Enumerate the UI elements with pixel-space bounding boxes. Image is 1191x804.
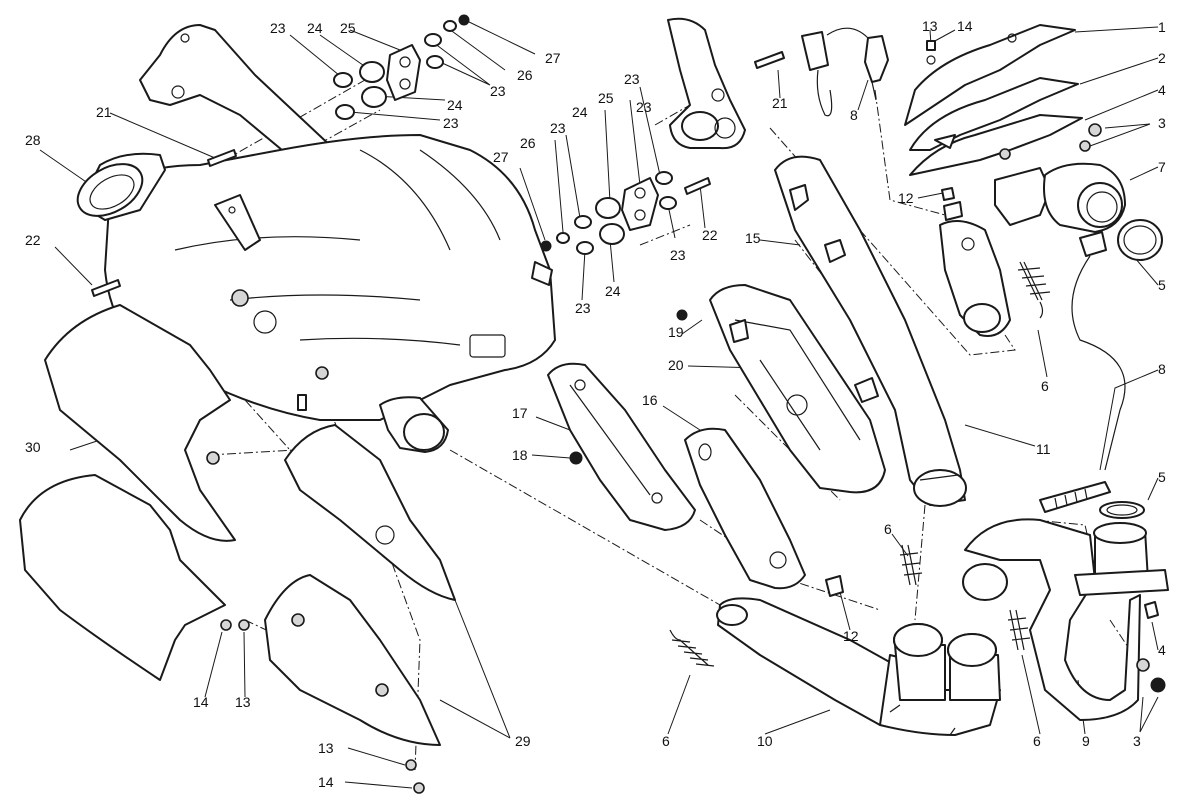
callout-1: 1 [1158, 19, 1166, 35]
exhaust-pipe-11 [774, 155, 967, 507]
callout-23: 23 [490, 83, 506, 99]
callout-24: 24 [307, 20, 323, 36]
callout-26: 26 [520, 135, 536, 151]
heat-guards-left [19, 304, 456, 746]
callout-24: 24 [447, 97, 463, 113]
callout-6: 6 [884, 521, 892, 537]
heat-shields-16-17 [547, 362, 806, 590]
callout-7: 7 [1158, 159, 1166, 175]
callout-13: 13 [318, 740, 334, 756]
callout-25: 25 [598, 90, 614, 106]
callout-22: 22 [25, 232, 41, 248]
callout-23: 23 [270, 20, 286, 36]
callout-15: 15 [745, 230, 761, 246]
callout-23: 23 [443, 115, 459, 131]
callout-6: 6 [1041, 378, 1049, 394]
callout-23: 23 [670, 247, 686, 263]
callout-8: 8 [850, 107, 858, 123]
callout-20: 20 [668, 357, 684, 373]
callout-13: 13 [235, 694, 251, 710]
callout-2: 2 [1158, 50, 1166, 66]
callout-4: 4 [1158, 642, 1166, 658]
frame-bracket-right [667, 17, 785, 150]
callout-12: 12 [898, 190, 914, 206]
callout-9: 9 [1082, 733, 1090, 749]
callout-3: 3 [1133, 733, 1141, 749]
callout-24: 24 [605, 283, 621, 299]
callout-26: 26 [517, 67, 533, 83]
heat-shield-15-20 [676, 284, 886, 494]
callout-11: 11 [1036, 441, 1051, 457]
callout-17: 17 [512, 405, 528, 421]
exhaust-headers-10 [716, 597, 1001, 736]
callout-14: 14 [318, 774, 334, 790]
fasteners-left [91, 149, 425, 794]
callout-10: 10 [757, 733, 773, 749]
callout-27: 27 [493, 149, 509, 165]
callout-24: 24 [572, 104, 588, 120]
callout-5: 5 [1158, 277, 1166, 293]
callout-21: 21 [96, 104, 112, 120]
callout-23: 23 [636, 99, 652, 115]
callout-5: 5 [1158, 469, 1166, 485]
lambda-sensor-top [801, 27, 889, 117]
callout-18: 18 [512, 447, 528, 463]
callout-23: 23 [550, 120, 566, 136]
springs-and-lead [1017, 231, 1126, 513]
callout-21: 21 [772, 95, 788, 111]
callout-23: 23 [575, 300, 591, 316]
callout-23: 23 [624, 71, 640, 87]
callout-12: 12 [843, 628, 859, 644]
springs-lower [669, 544, 1031, 667]
front-header-top [939, 162, 1163, 337]
callout-4: 4 [1158, 82, 1166, 98]
callout-numbers: 1 2 4 3 7 5 8 5 4 3 9 6 10 6 12 11 6 6 1… [25, 18, 1166, 790]
silencer-outlet-28 [76, 152, 261, 251]
callout-28: 28 [25, 132, 41, 148]
bushing-stack-mid [540, 171, 711, 255]
callout-8: 8 [1158, 361, 1166, 377]
callout-16: 16 [642, 392, 658, 408]
callout-3: 3 [1158, 115, 1166, 131]
rear-header-9 [962, 501, 1169, 721]
callout-30: 30 [25, 439, 41, 455]
callout-19: 19 [668, 324, 684, 340]
callout-25: 25 [340, 20, 356, 36]
callout-6: 6 [662, 733, 670, 749]
callout-22: 22 [702, 227, 718, 243]
callout-29: 29 [515, 733, 531, 749]
callout-6: 6 [1033, 733, 1041, 749]
callout-13: 13 [922, 18, 938, 34]
bushing-stack-top [333, 14, 470, 120]
callout-27: 27 [545, 50, 561, 66]
callout-14: 14 [193, 694, 209, 710]
heat-shields-upper [904, 24, 1102, 176]
callout-14: 14 [957, 18, 973, 34]
